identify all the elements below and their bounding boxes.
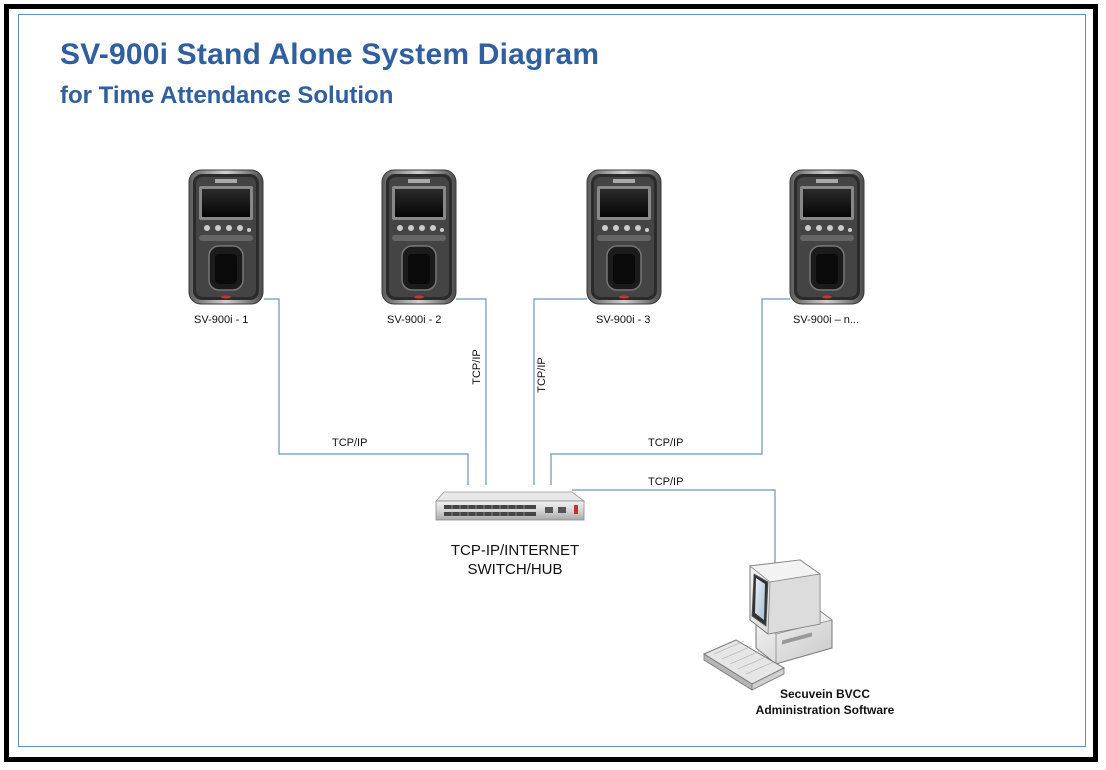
switch-label-line2: SWITCH/HUB [467,561,563,578]
device-3-label: SV-900i - 3 [596,314,651,326]
diagram-subtitle: for Time Attendance Solution [60,82,394,109]
link-1 [264,298,469,485]
computer-image [702,559,833,691]
device-n-label: SV-900i – n... [793,314,860,326]
device-2-label: SV-900i - 2 [387,314,442,326]
link-3-label: TCP/IP [536,357,548,393]
link-1-label: TCP/IP [332,437,368,449]
device-2-image [381,169,457,305]
link-3 [533,298,587,485]
device-1-label: SV-900i - 1 [194,314,249,326]
diagram-title: SV-900i Stand Alone System Diagram [60,38,600,71]
admin-label-line1: Secuvein BVCC [779,687,871,701]
switch-label-line1: TCP-IP/INTERNET [450,542,580,559]
device-n-image [789,169,865,305]
switch-label: TCP-IP/INTERNET SWITCH/HUB [430,541,600,579]
link-2 [456,298,487,485]
link-2-label: TCP/IP [471,349,483,385]
link-4-label: TCP/IP [648,437,684,449]
connection-lines [264,298,790,572]
device-3-image [586,169,662,305]
outer-frame [4,4,1098,762]
admin-software-label: Secuvein BVCC Administration Software [735,686,915,718]
link-5-label: TCP/IP [648,476,684,488]
admin-label-line2: Administration Software [755,703,895,717]
device-1-image [188,169,264,305]
link-5 [572,489,776,572]
link-4 [550,298,790,485]
inner-frame [18,14,1086,747]
switch-image [435,491,586,521]
